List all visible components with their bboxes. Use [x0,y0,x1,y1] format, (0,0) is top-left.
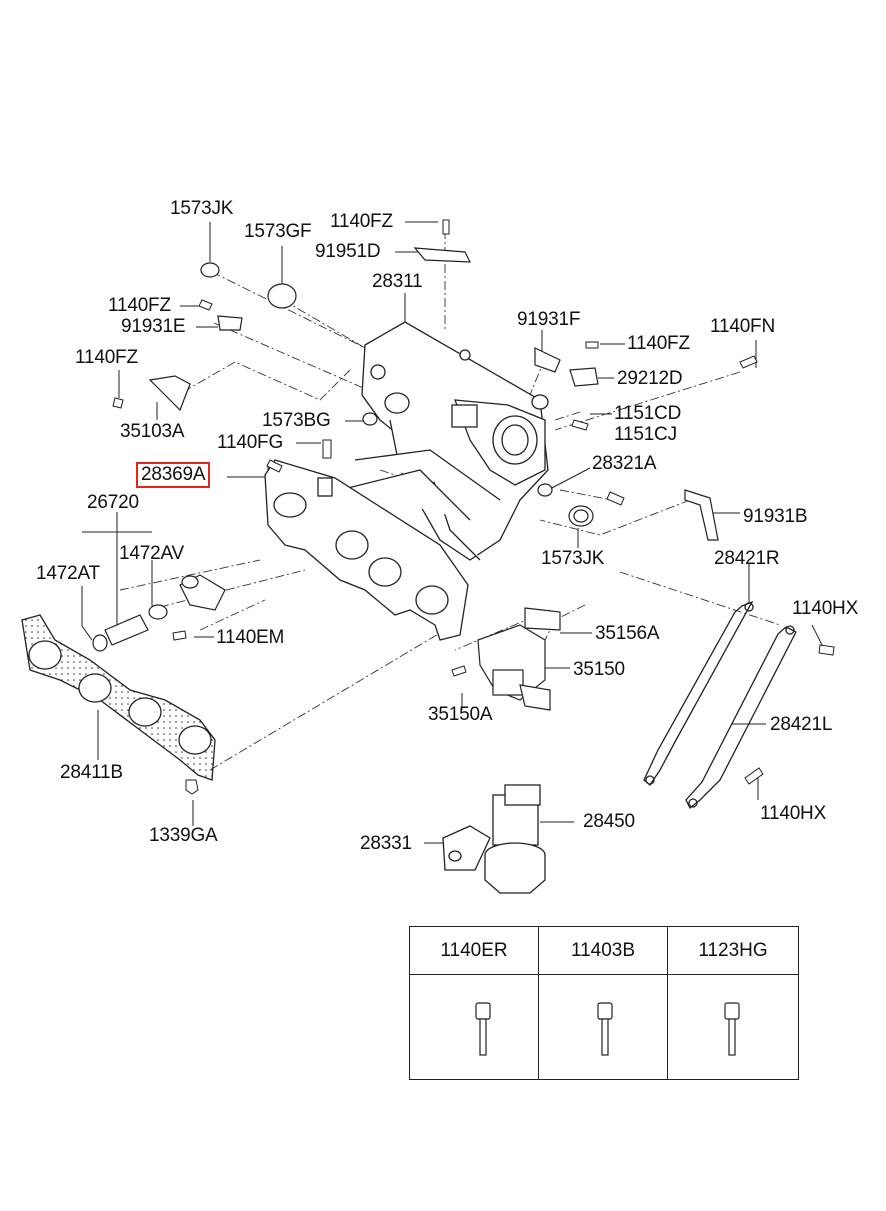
label-1339GA[interactable]: 1339GA [149,825,218,846]
label-26720[interactable]: 26720 [87,492,139,513]
label-91931B[interactable]: 91931B [743,506,808,527]
label-28321A[interactable]: 28321A [592,453,657,474]
small-fittings [148,247,719,541]
label-1140FZ[interactable]: 1140FZ [330,211,393,232]
bolt-table-header[interactable]: 1123HG [668,927,798,975]
label-1573GF[interactable]: 1573GF [244,221,312,242]
label-28369A-highlighted[interactable]: 28369A [136,462,211,488]
label-91931E[interactable]: 91931E [121,316,186,337]
bolt-table-column: 1123HG [668,927,798,1079]
label-1151CD[interactable]: 1151CD [614,403,682,424]
bolts [112,219,835,795]
label-35103A[interactable]: 35103A [120,421,185,442]
label-1472AT[interactable]: 1472AT [36,563,100,584]
bolt-table-column: 11403B [539,927,668,1079]
label-1140FZ[interactable]: 1140FZ [108,295,171,316]
manifold-stays [643,600,797,810]
bolt-icon [410,974,538,1079]
label-28421R[interactable]: 28421R [714,548,780,569]
idle-control-valve [477,607,561,711]
egr-valve [442,784,546,894]
label-1140HX[interactable]: 1140HX [792,598,859,619]
label-28331[interactable]: 28331 [360,833,412,854]
label-28421L[interactable]: 28421L [770,714,833,735]
label-1140FG[interactable]: 1140FG [217,432,284,453]
pcv-valve-parts [92,574,226,652]
label-1151CJ[interactable]: 1151CJ [614,424,677,445]
table-bolt-drawings [475,1002,740,1056]
label-1140FZ[interactable]: 1140FZ [75,347,138,368]
bolt-table: 1140ER 11403B 1123HG [409,926,799,1080]
label-1140FZ[interactable]: 1140FZ [627,333,690,354]
bolt-table-column: 1140ER [410,927,539,1079]
leader-lines [81,221,823,844]
label-35156A[interactable]: 35156A [595,623,660,644]
label-28311[interactable]: 28311 [372,271,423,292]
label-1140EM[interactable]: 1140EM [216,627,285,648]
label-1573JK[interactable]: 1573JK [541,548,605,569]
label-29212D[interactable]: 29212D [617,368,683,389]
bolt-icon [668,974,798,1079]
bolt-table-header[interactable]: 11403B [539,927,667,975]
label-28450[interactable]: 28450 [583,811,635,832]
label-35150[interactable]: 35150 [573,659,625,680]
label-1472AV[interactable]: 1472AV [119,543,185,564]
label-28411B[interactable]: 28411B [60,762,123,783]
manifold-gasket [21,614,216,781]
label-1140FN[interactable]: 1140FN [710,316,775,337]
label-35150A[interactable]: 35150A [428,704,493,725]
bolt-icon [539,974,667,1079]
label-1140HX[interactable]: 1140HX [760,803,827,824]
bolt-table-header[interactable]: 1140ER [410,927,538,975]
intake-manifold [264,321,549,641]
label-91951D[interactable]: 91951D [315,241,381,262]
label-1573BG[interactable]: 1573BG [262,410,331,431]
label-1573JK[interactable]: 1573JK [170,198,234,219]
label-91931F[interactable]: 91931F [517,309,581,330]
